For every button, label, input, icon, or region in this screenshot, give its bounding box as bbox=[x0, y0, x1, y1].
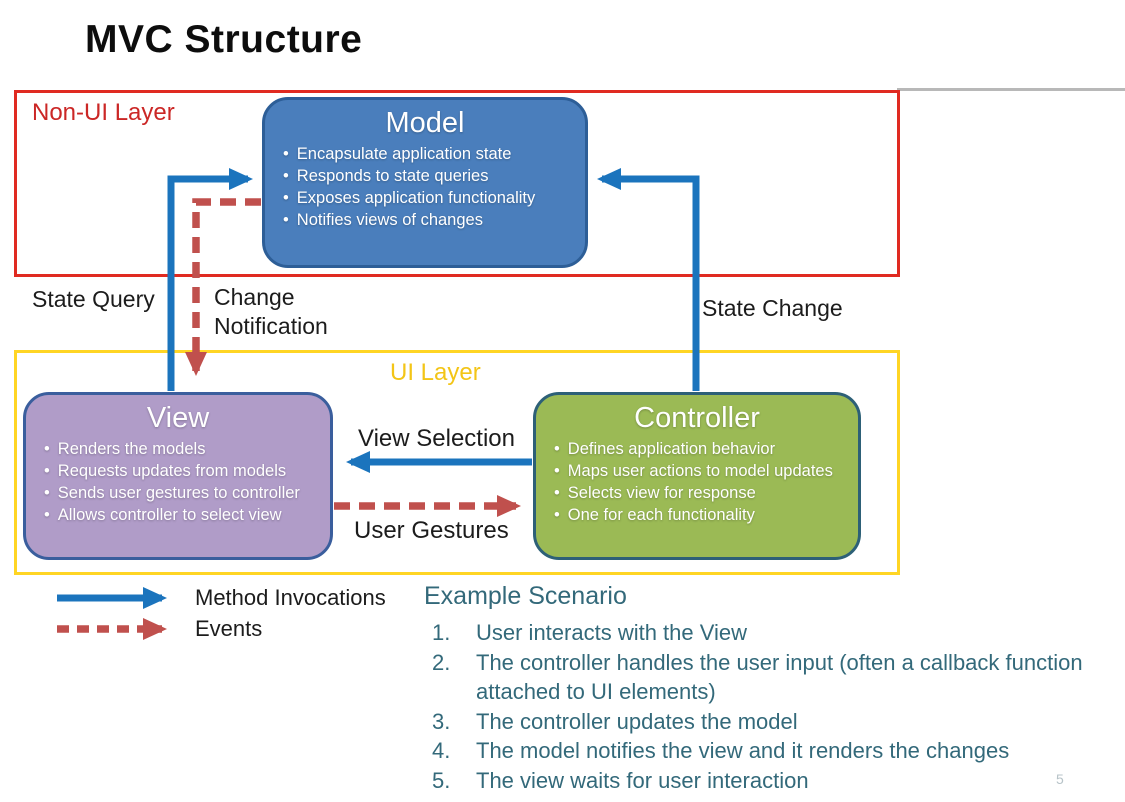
controller-box-title: Controller bbox=[634, 402, 760, 434]
list-item: Responds to state queries bbox=[283, 165, 585, 187]
list-item: User interacts with the View bbox=[432, 618, 748, 647]
ui-layer-rect bbox=[14, 350, 900, 575]
state-query-label: State Query bbox=[32, 286, 155, 312]
controller-bullet-list: Defines application behaviorMaps user ac… bbox=[536, 438, 858, 526]
controller-box: Controller Defines application behaviorM… bbox=[533, 392, 861, 560]
list-item: Encapsulate application state bbox=[283, 143, 585, 165]
view-box: View Renders the modelsRequests updates … bbox=[23, 392, 333, 560]
list-item: The view waits for user interaction bbox=[432, 766, 809, 795]
example-scenario-heading: Example Scenario bbox=[424, 582, 627, 610]
view-selection-label: View Selection bbox=[358, 425, 515, 452]
list-item: Notifies views of changes bbox=[283, 209, 585, 231]
list-item: Sends user gestures to controller bbox=[44, 482, 330, 504]
list-item: Exposes application functionality bbox=[283, 187, 585, 209]
list-item: The controller updates the model bbox=[432, 707, 798, 736]
top-divider-line bbox=[897, 88, 1125, 91]
model-box: Model Encapsulate application stateRespo… bbox=[262, 97, 588, 268]
example-scenario-section: Example Scenario User interacts with the… bbox=[424, 582, 1118, 795]
list-item: Defines application behavior bbox=[554, 438, 858, 460]
list-item: Requests updates from models bbox=[44, 460, 330, 482]
non-ui-layer-label: Non-UI Layer bbox=[32, 99, 175, 126]
list-item: The controller handles the user input (o… bbox=[432, 648, 1083, 705]
view-box-title: View bbox=[146, 402, 210, 434]
model-bullet-list: Encapsulate application stateResponds to… bbox=[265, 143, 585, 231]
list-item: One for each functionality bbox=[554, 504, 858, 526]
state-change-label: State Change bbox=[702, 295, 843, 321]
list-item: The model notifies the view and it rende… bbox=[432, 736, 1010, 765]
legend-events-label: Events bbox=[195, 616, 263, 641]
user-gestures-label: User Gestures bbox=[354, 517, 509, 544]
list-item: Maps user actions to model updates bbox=[554, 460, 858, 482]
non-ui-layer-rect bbox=[14, 90, 900, 277]
model-box-title: Model bbox=[385, 107, 465, 139]
change-notification-label: Change Notification bbox=[214, 284, 328, 339]
list-item: Renders the models bbox=[44, 438, 330, 460]
list-item: Selects view for response bbox=[554, 482, 858, 504]
list-item: Allows controller to select view bbox=[44, 504, 330, 526]
legend-method-invocations-label: Method Invocations bbox=[195, 585, 386, 610]
view-bullet-list: Renders the modelsRequests updates from … bbox=[26, 438, 330, 526]
ui-layer-label: UI Layer bbox=[390, 359, 481, 386]
page-number: 5 bbox=[1056, 771, 1064, 787]
page-title: MVC Structure bbox=[85, 18, 363, 61]
